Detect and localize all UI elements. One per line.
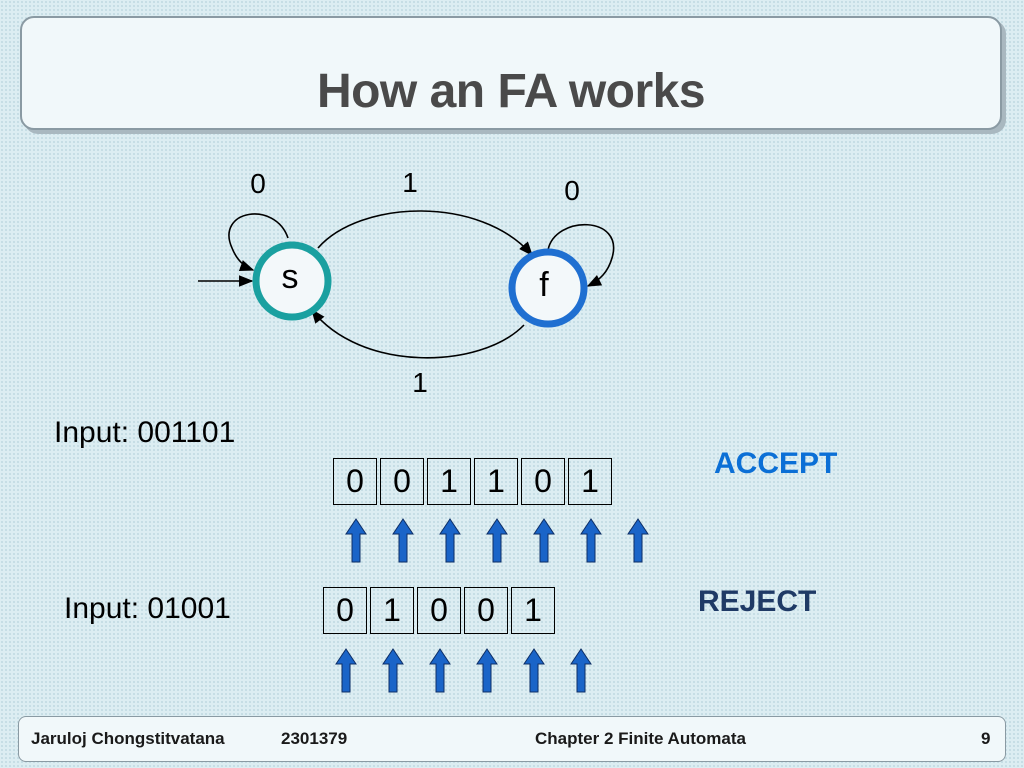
tape-cell: 1 xyxy=(427,458,471,505)
s-loop-label: 0 xyxy=(250,168,266,199)
state-s-circle xyxy=(252,241,332,321)
input-label-1: Input: 001101 xyxy=(54,416,236,449)
s-self-loop xyxy=(228,213,289,271)
read-head-arrow xyxy=(439,518,461,563)
result-reject: REJECT xyxy=(698,585,817,618)
result-accept: ACCEPT xyxy=(714,447,838,480)
input-tape-1: 0 0 1 1 0 1 xyxy=(333,458,612,505)
tape-cell: 1 xyxy=(511,587,555,634)
read-head-arrow xyxy=(429,648,451,693)
tape-cell: 0 xyxy=(464,587,508,634)
title-box: How an FA works xyxy=(20,16,1002,130)
read-head-arrow xyxy=(486,518,508,563)
tape-cell: 1 xyxy=(568,458,612,505)
tape-cell: 0 xyxy=(333,458,377,505)
s-to-f-label: 1 xyxy=(402,167,418,198)
read-head-arrow xyxy=(382,648,404,693)
head-arrows-2 xyxy=(335,648,592,693)
read-head-arrow xyxy=(580,518,602,563)
head-arrows-1 xyxy=(345,518,649,563)
slide-title: How an FA works xyxy=(316,65,706,118)
f-to-s-edge xyxy=(311,308,525,359)
f-to-s-label: 1 xyxy=(412,367,428,398)
read-head-arrow xyxy=(392,518,414,563)
footer-course: 2301379 xyxy=(281,729,348,748)
footer-chapter: Chapter 2 Finite Automata xyxy=(535,729,746,748)
tape-cell: 0 xyxy=(417,587,461,634)
tape-cell: 1 xyxy=(370,587,414,634)
read-head-arrow xyxy=(335,648,357,693)
state-f-label: f xyxy=(539,266,549,304)
read-head-arrow xyxy=(533,518,555,563)
state-s-label: s xyxy=(282,258,299,296)
footer: Jaruloj Chongstitvatana 2301379 Chapter … xyxy=(18,716,1006,762)
read-head-arrow xyxy=(570,648,592,693)
state-f-circle xyxy=(508,248,588,328)
tape-cell: 0 xyxy=(323,587,367,634)
tape-cell: 0 xyxy=(521,458,565,505)
tape-cell: 1 xyxy=(474,458,518,505)
read-head-arrow xyxy=(627,518,649,563)
read-head-arrow xyxy=(345,518,367,563)
f-self-loop xyxy=(547,223,615,287)
input-tape-2: 0 1 0 0 1 xyxy=(323,587,555,634)
footer-author: Jaruloj Chongstitvatana xyxy=(31,729,225,748)
s-to-f-edge xyxy=(317,210,533,257)
tape-cell: 0 xyxy=(380,458,424,505)
footer-page-number: 9 xyxy=(981,729,991,748)
read-head-arrow xyxy=(523,648,545,693)
read-head-arrow xyxy=(476,648,498,693)
f-loop-label: 0 xyxy=(564,175,580,206)
input-label-2: Input: 01001 xyxy=(64,592,231,625)
